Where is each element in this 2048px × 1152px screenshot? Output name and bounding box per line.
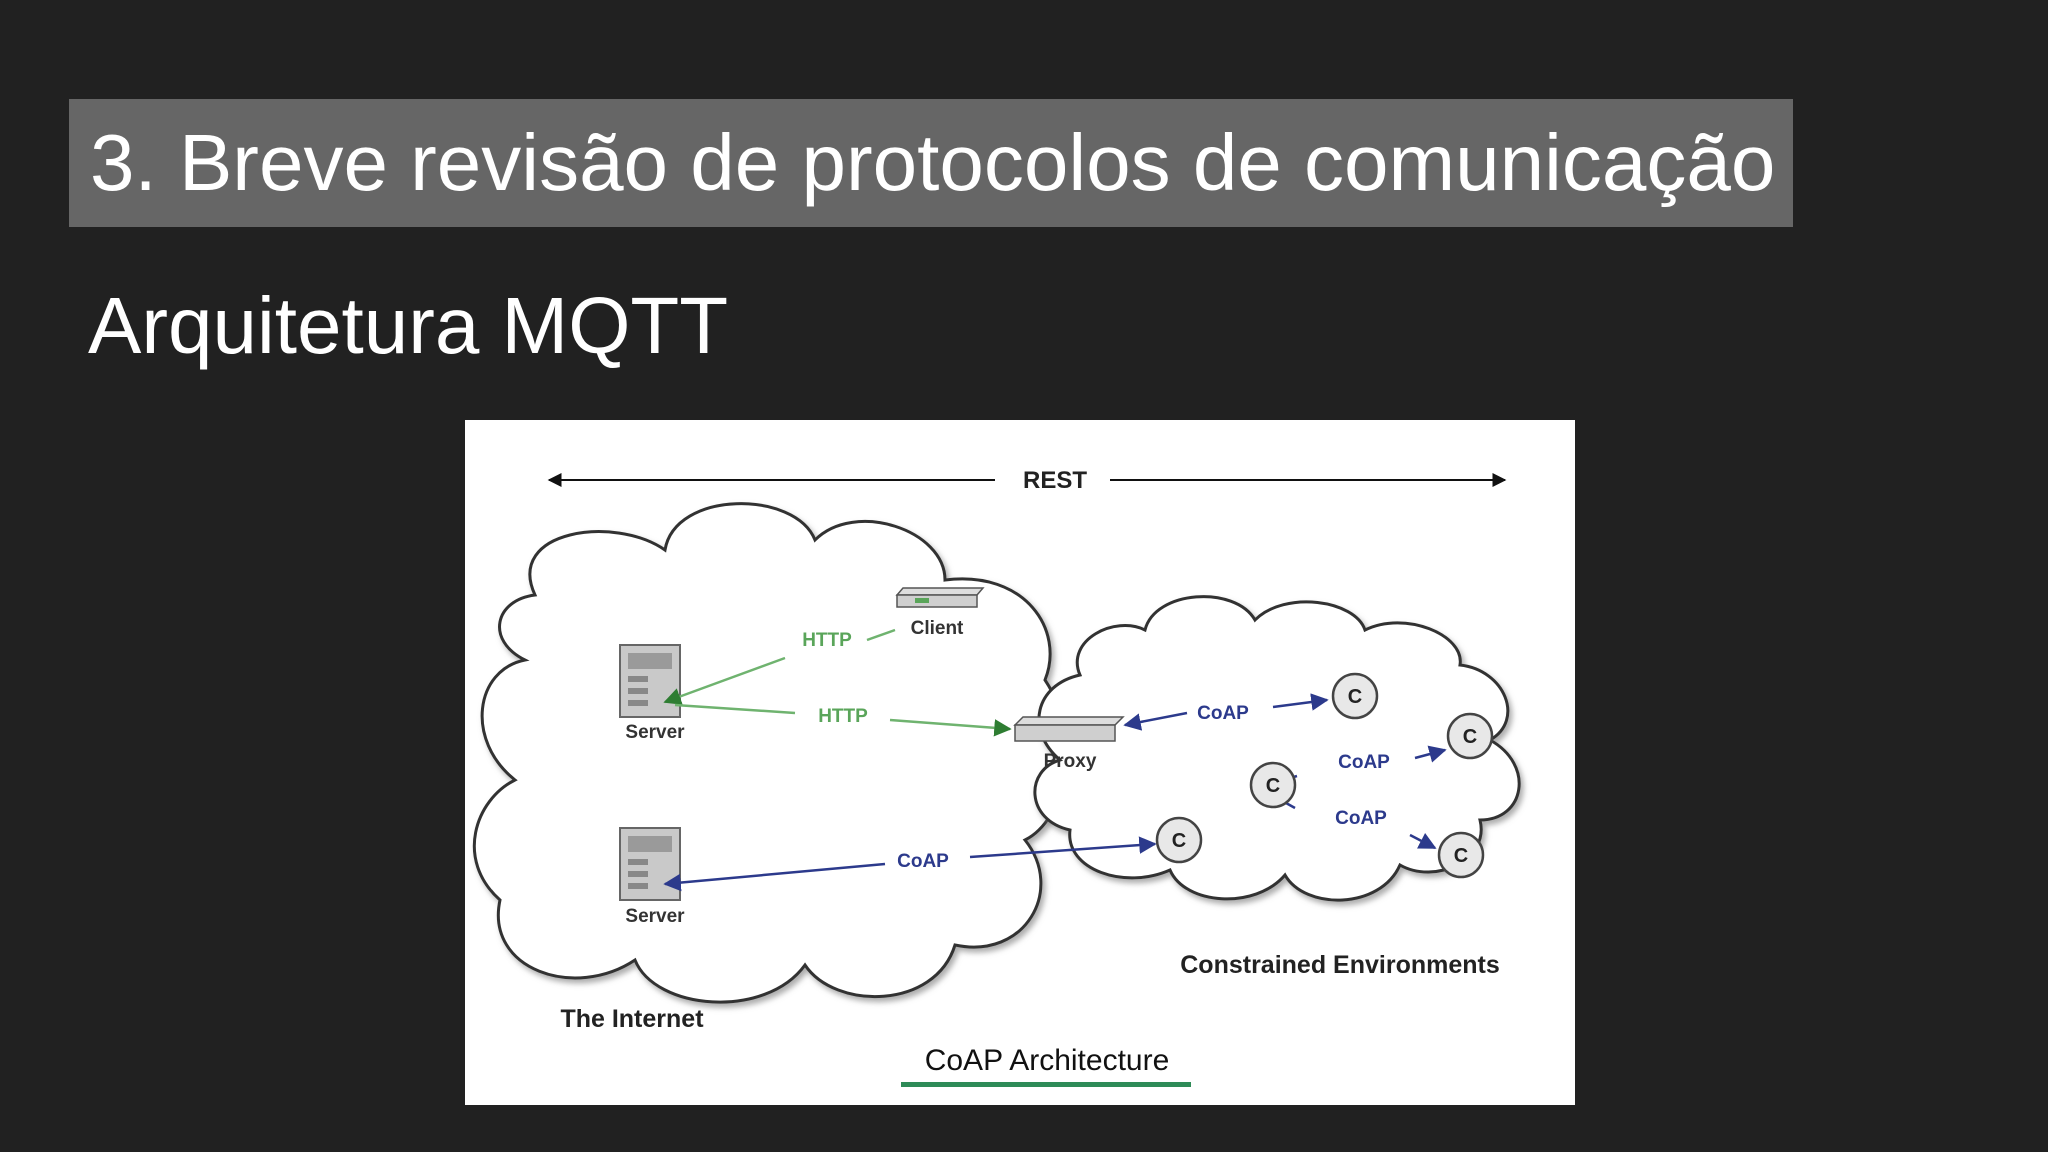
coap-arrow-node-2 bbox=[1414, 745, 1447, 763]
coap-label-2: CoAP bbox=[1338, 752, 1390, 773]
slide-title: 3. Breve revisão de protocolos de comuni… bbox=[90, 118, 1776, 207]
coap-line-server2 bbox=[663, 862, 886, 892]
http-label-2: HTTP bbox=[818, 706, 868, 727]
proxy-device-icon bbox=[1013, 716, 1125, 742]
coap-architecture-figure: REST Server Server Client Proxy HTTP HT bbox=[465, 420, 1575, 1105]
architecture-diagram: REST Server Server Client Proxy HTTP HT bbox=[472, 467, 1521, 1087]
title-bar: 3. Breve revisão de protocolos de comuni… bbox=[69, 99, 1793, 227]
svg-text:C: C bbox=[1172, 830, 1186, 852]
http-arrow-server-proxy bbox=[889, 718, 1012, 737]
constrained-node: C bbox=[1437, 831, 1485, 879]
svg-text:C: C bbox=[1266, 775, 1280, 797]
slide-subtitle: Arquitetura MQTT bbox=[88, 281, 729, 370]
internet-label: The Internet bbox=[560, 1005, 704, 1033]
proxy-label: Proxy bbox=[1044, 751, 1097, 772]
svg-text:C: C bbox=[1348, 686, 1362, 708]
server-icon bbox=[619, 644, 681, 718]
svg-text:C: C bbox=[1463, 726, 1477, 748]
constrained-cloud bbox=[1033, 595, 1521, 902]
constrained-node: C bbox=[1331, 672, 1379, 720]
constrained-env-label: Constrained Environments bbox=[1180, 951, 1500, 979]
caption-underline bbox=[901, 1082, 1191, 1087]
constrained-node: C bbox=[1155, 816, 1203, 864]
svg-text:C: C bbox=[1454, 845, 1468, 867]
coap-arrow-node-1 bbox=[1272, 693, 1329, 711]
coap-label-1: CoAP bbox=[1197, 703, 1249, 724]
coap-arrow-node-3 bbox=[1409, 832, 1437, 850]
rest-label: REST bbox=[1023, 467, 1087, 494]
coap-arrow-proxy bbox=[1123, 711, 1188, 731]
coap-arrow-node-4 bbox=[969, 836, 1157, 859]
http-line-server-label bbox=[674, 703, 796, 715]
server-icon bbox=[619, 827, 681, 901]
http-line-client-label bbox=[866, 628, 896, 642]
constrained-node: C bbox=[1249, 761, 1297, 809]
http-label-1: HTTP bbox=[802, 630, 852, 651]
server-label-1: Server bbox=[625, 722, 685, 743]
figure-caption: CoAP Architecture bbox=[925, 1044, 1170, 1077]
client-device-icon bbox=[895, 587, 985, 608]
server-label-2: Server bbox=[625, 906, 685, 927]
coap-label-4: CoAP bbox=[897, 851, 949, 872]
coap-label-3: CoAP bbox=[1335, 808, 1387, 829]
client-label: Client bbox=[911, 618, 964, 639]
internet-cloud bbox=[472, 502, 1069, 1004]
constrained-node: C bbox=[1446, 712, 1494, 760]
http-arrow-client-server bbox=[663, 656, 786, 705]
